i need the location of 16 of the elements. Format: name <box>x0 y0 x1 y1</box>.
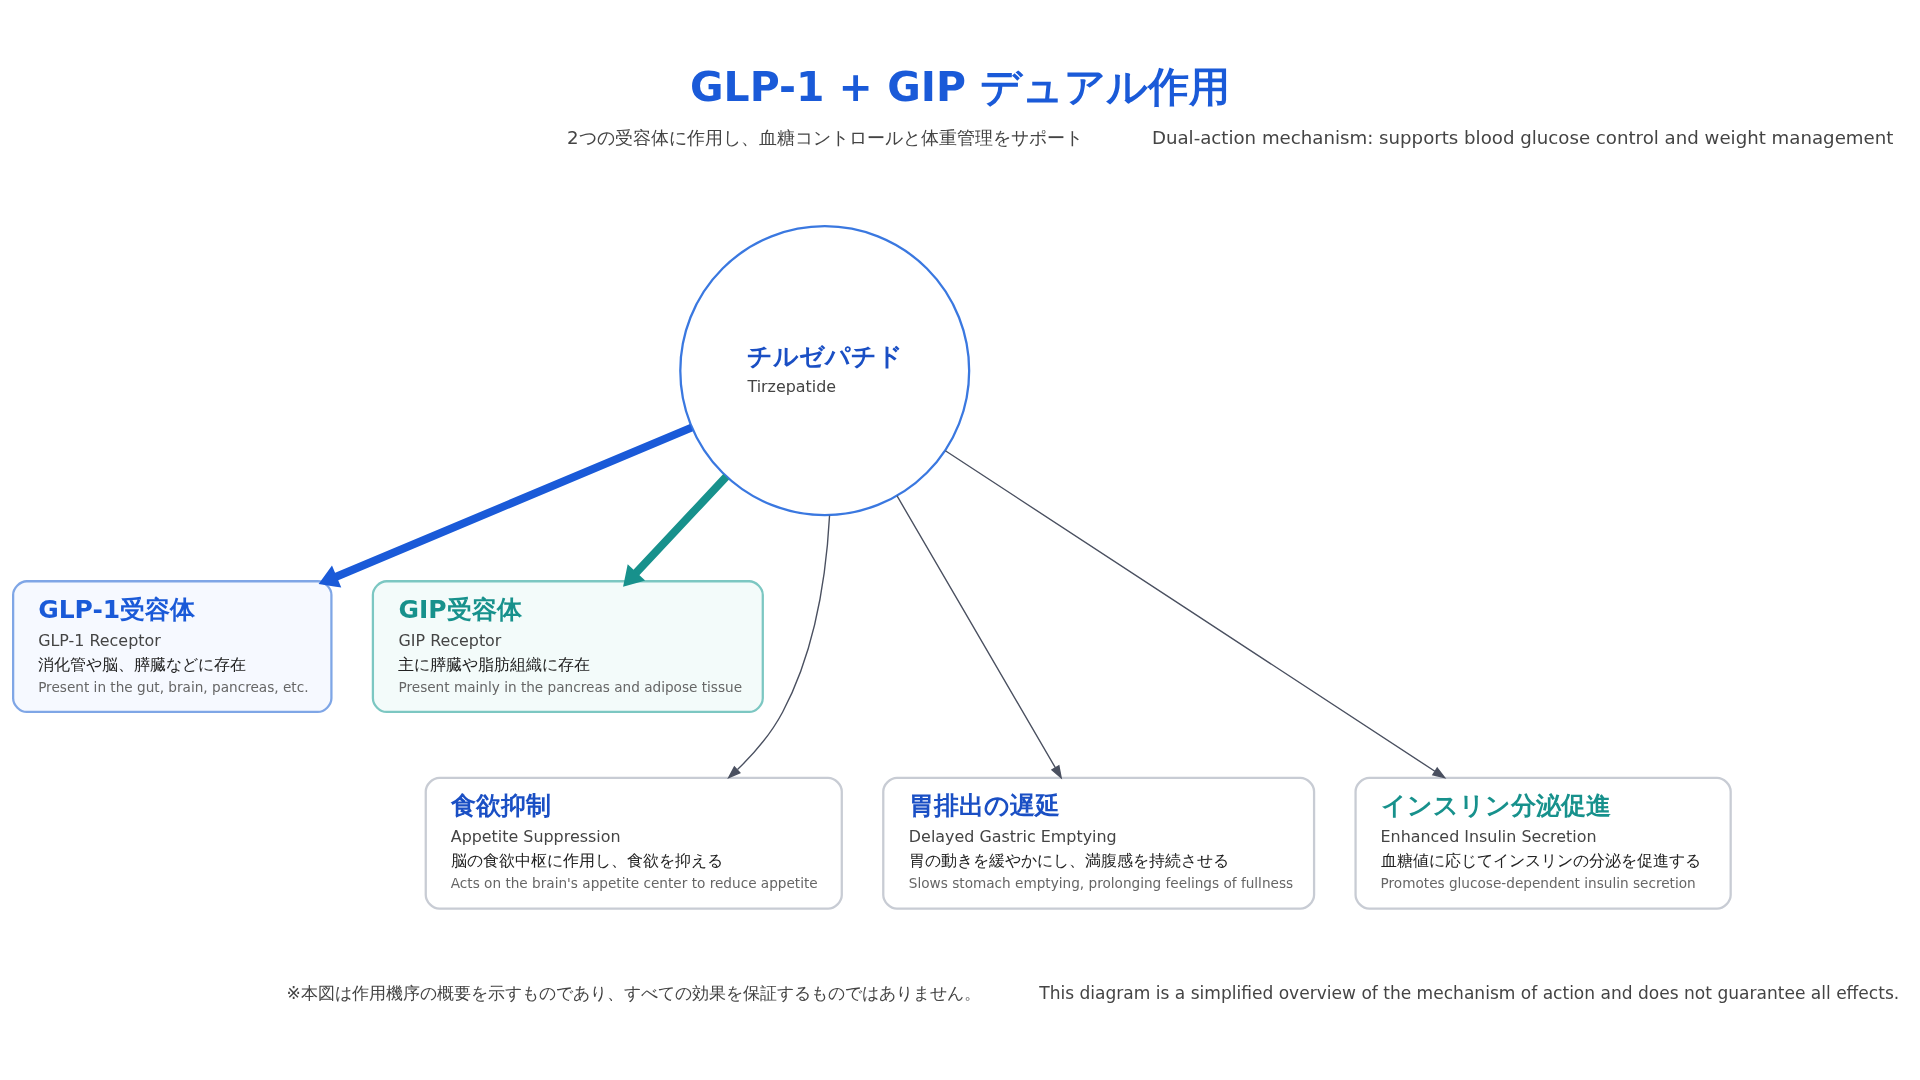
node-circle: チルゼパチド Tirzepatide <box>679 225 971 517</box>
arrow <box>944 450 1447 779</box>
label: This diagram is a simplified overview of the mechanism of action and does not guarantee all effects. <box>1039 982 1900 1003</box>
label: ※本図は作用機序の概要を示すものであり、すべての効果を保証するものではありません。 <box>286 982 981 1003</box>
arrow <box>318 423 694 588</box>
node-box: GLP-1受容体 GLP-1 Receptor 消化管や脳、膵臓などに存在 Present in the gut, brain, pancreas, etc. <box>12 580 333 714</box>
arrow <box>727 514 831 779</box>
node-box: 胃排出の遅延 Delayed Gastric Emptying 胃の動きを緩やかにし、満腹感を持続させる Slows stomach emptying, prolonging feelings of fullness <box>882 776 1316 910</box>
arrow <box>623 474 730 587</box>
node-box: インスリン分泌促進 Enhanced Insulin Secretion 血糖値に応じてインスリンの分泌を促進する Promotes glucose-dependent insulin secretion <box>1354 776 1732 910</box>
node-box: 食欲抑制 Appetite Suppression 脳の食欲中枢に作用し、食欲を抑える Acts on the brain's appetite center to reduce appetite <box>424 776 843 910</box>
node-box: GIP受容体 GIP Receptor 主に膵臓や脂肪組織に存在 Present mainly in the pancreas and adipose tissue <box>371 580 764 714</box>
label: 2つの受容体に作用し、血糖コントロールと体重管理をサポート <box>566 126 1083 148</box>
arrow <box>896 495 1063 780</box>
diagram-title: GLP-1 + GIP デュアル作用 <box>690 62 1231 111</box>
label: Dual-action mechanism: supports blood glucose control and weight management <box>1151 126 1894 148</box>
